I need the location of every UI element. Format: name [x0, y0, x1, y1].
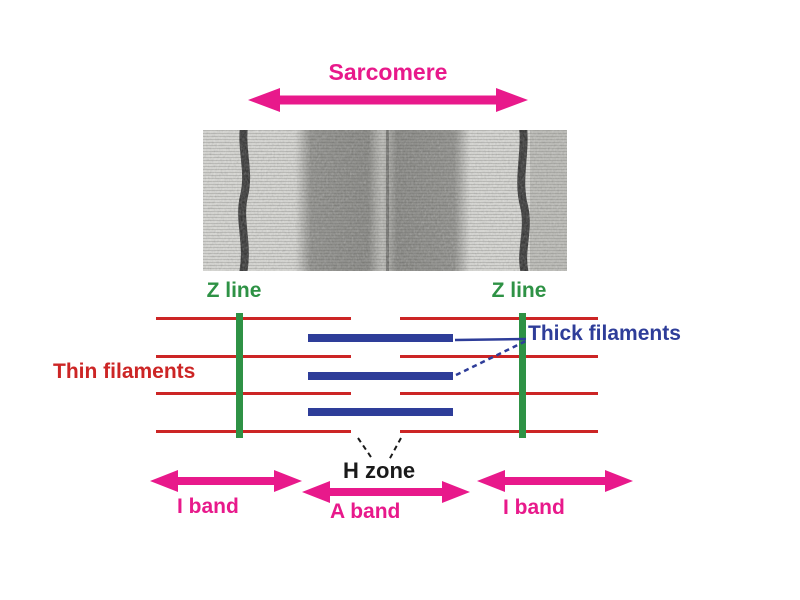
thick-filament-bar	[308, 372, 453, 380]
thin-filament-line	[156, 392, 351, 395]
h-zone-pointer-left	[357, 437, 374, 461]
thin-filament-line	[156, 430, 351, 433]
i-band-arrow-left-shape	[150, 470, 302, 492]
thin-filament-line	[400, 355, 598, 358]
z-line-right	[519, 313, 526, 438]
z-line-label-right: Z line	[491, 279, 547, 302]
thin-filament-line	[400, 317, 598, 320]
i-band-arrow-right-icon	[477, 470, 633, 492]
thin-filaments-label: Thin filaments	[53, 360, 196, 383]
micrograph-noise	[203, 130, 567, 271]
a-band-arrow-icon	[302, 481, 470, 503]
z-line-label-left: Z line	[206, 279, 262, 302]
i-band-arrow-right-shape	[477, 470, 633, 492]
thick-filament-pointer-solid	[454, 337, 527, 342]
a-band-arrow-shape	[302, 481, 470, 503]
thin-filament-line	[156, 355, 351, 358]
sarcomere-micrograph	[203, 130, 567, 271]
i-band-arrow-left-icon	[150, 470, 302, 492]
sarcomere-arrow-shape	[248, 88, 528, 112]
i-band-label-right: I band	[503, 496, 565, 519]
thick-filament-bar	[308, 408, 453, 416]
thin-filament-line	[156, 317, 351, 320]
sarcomere-arrow-icon	[248, 88, 528, 112]
z-line-left	[236, 313, 243, 438]
thick-filament-pointer-dashed	[455, 339, 527, 377]
thick-filaments-label: Thick filaments	[528, 322, 681, 345]
thick-filament-bar	[308, 334, 453, 342]
i-band-label-left: I band	[177, 495, 239, 518]
thin-filament-line	[400, 392, 598, 395]
h-zone-pointer-right	[388, 437, 402, 461]
sarcomere-label: Sarcomere	[328, 59, 448, 85]
h-zone-label: H zone	[343, 458, 416, 483]
thin-filament-line	[400, 430, 598, 433]
a-band-label: A band	[330, 500, 401, 523]
